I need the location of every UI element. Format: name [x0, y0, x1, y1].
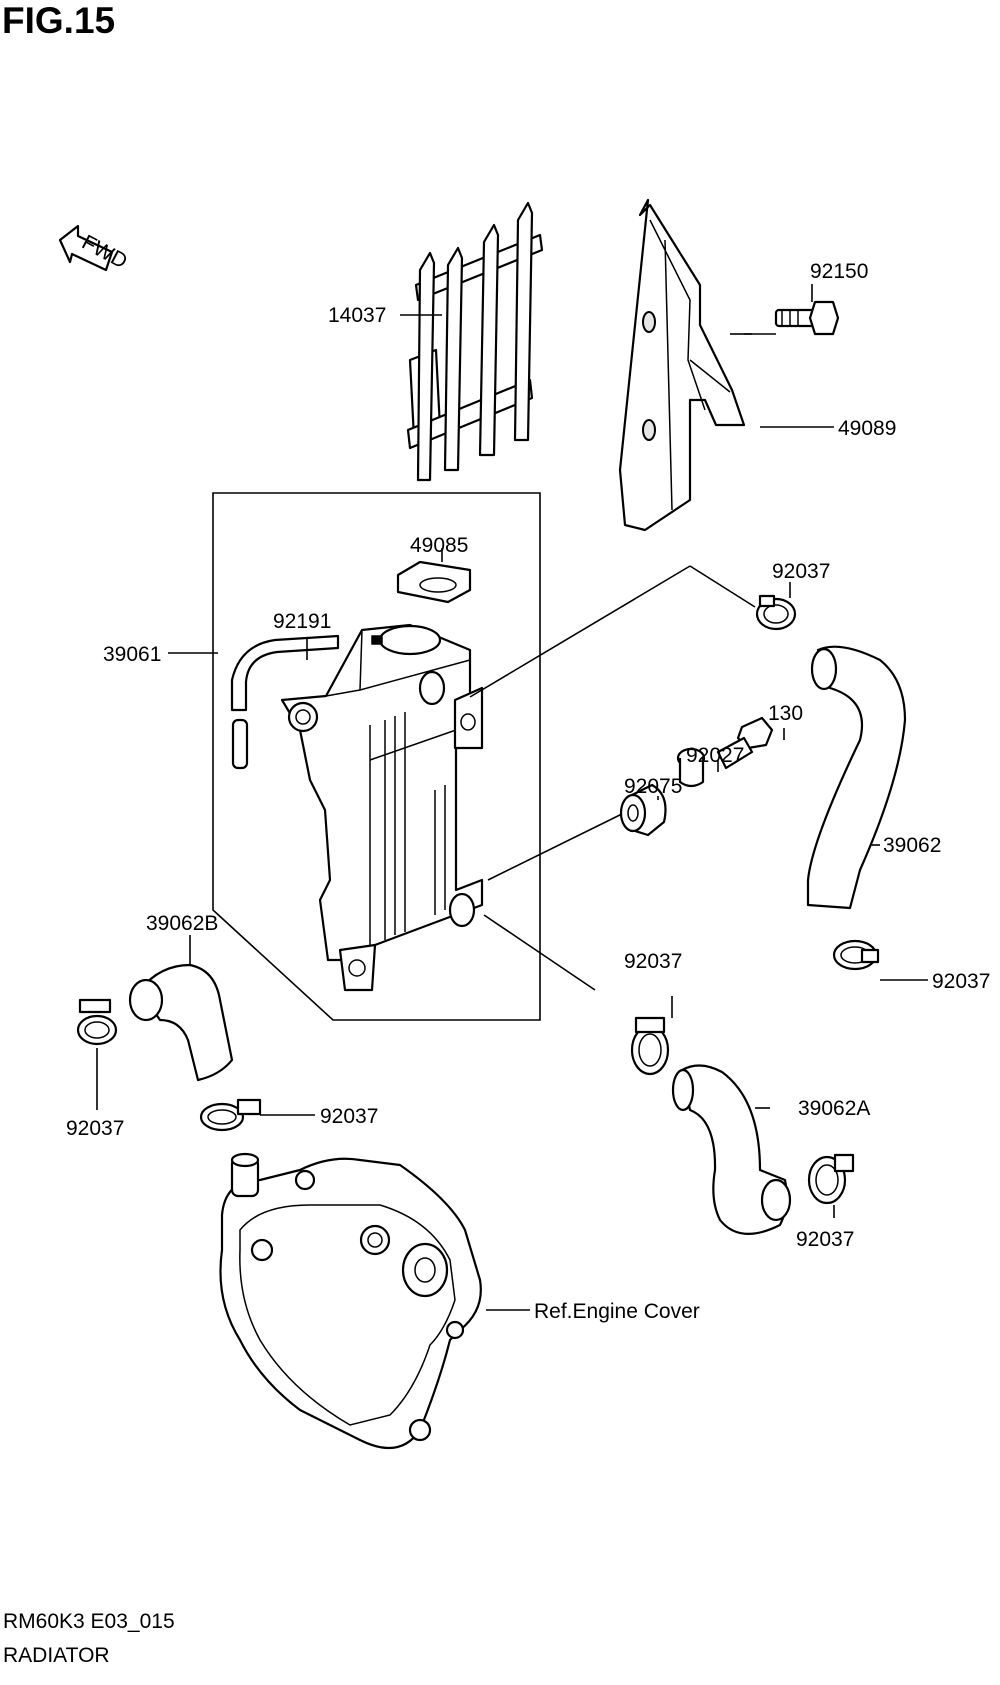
hose-clamp-top — [755, 594, 797, 631]
hose-clamp-left — [76, 998, 118, 1046]
label-39062b: 39062B — [146, 912, 218, 935]
radiator-core — [280, 623, 484, 992]
label-49085: 49085 — [410, 534, 468, 557]
label-39061: 39061 — [103, 643, 161, 666]
cap-seal — [396, 560, 472, 604]
label-92191: 92191 — [273, 610, 331, 633]
label-130: 130 — [768, 702, 803, 725]
label-92027: 92027 — [686, 744, 744, 767]
radiator-grille — [406, 201, 544, 482]
label-39062a: 39062A — [798, 1097, 870, 1120]
hose-clamp-lower — [199, 1098, 262, 1132]
label-92037-lower: 92037 — [320, 1105, 378, 1128]
diagram-code: RM60K3 E03_015 — [3, 1610, 175, 1633]
label-92037-right: 92037 — [932, 970, 990, 993]
label-92150: 92150 — [810, 260, 868, 283]
label-39062: 39062 — [883, 834, 941, 857]
bolt-92150 — [774, 300, 840, 336]
grommet — [619, 783, 667, 837]
forward-arrow-icon: FWD — [58, 224, 131, 273]
hose-39062a — [671, 1064, 792, 1235]
assembly-boundary — [212, 492, 541, 1021]
leader-radiator-top — [469, 565, 691, 698]
label-92037-bottom: 92037 — [796, 1228, 854, 1251]
hose-clamp-mid — [630, 1016, 670, 1076]
hose-clamp-right — [832, 939, 880, 971]
hose-clamp-bottom — [807, 1153, 855, 1205]
label-92037-mid: 92037 — [624, 950, 682, 973]
engine-cover — [219, 1152, 482, 1450]
label-49089: 49089 — [838, 417, 896, 440]
label-92037-left: 92037 — [66, 1117, 124, 1140]
label-14037: 14037 — [328, 304, 386, 327]
bolt-130 — [716, 716, 774, 770]
collar — [676, 747, 706, 788]
hose-39062b — [128, 963, 234, 1082]
breather-hose — [230, 634, 340, 770]
leader-radiator-bottom — [483, 914, 596, 991]
label-ref-engine-cover: Ref.Engine Cover — [534, 1300, 700, 1323]
leader-radiator-top-2 — [689, 565, 756, 608]
label-92037-top: 92037 — [772, 560, 830, 583]
diagram-name: RADIATOR — [3, 1644, 110, 1667]
label-92075: 92075 — [624, 775, 682, 798]
leader-grommet — [487, 809, 631, 881]
radiator-guard — [618, 198, 746, 532]
hose-39062 — [806, 645, 907, 910]
figure-title: FIG.15 — [2, 0, 116, 41]
